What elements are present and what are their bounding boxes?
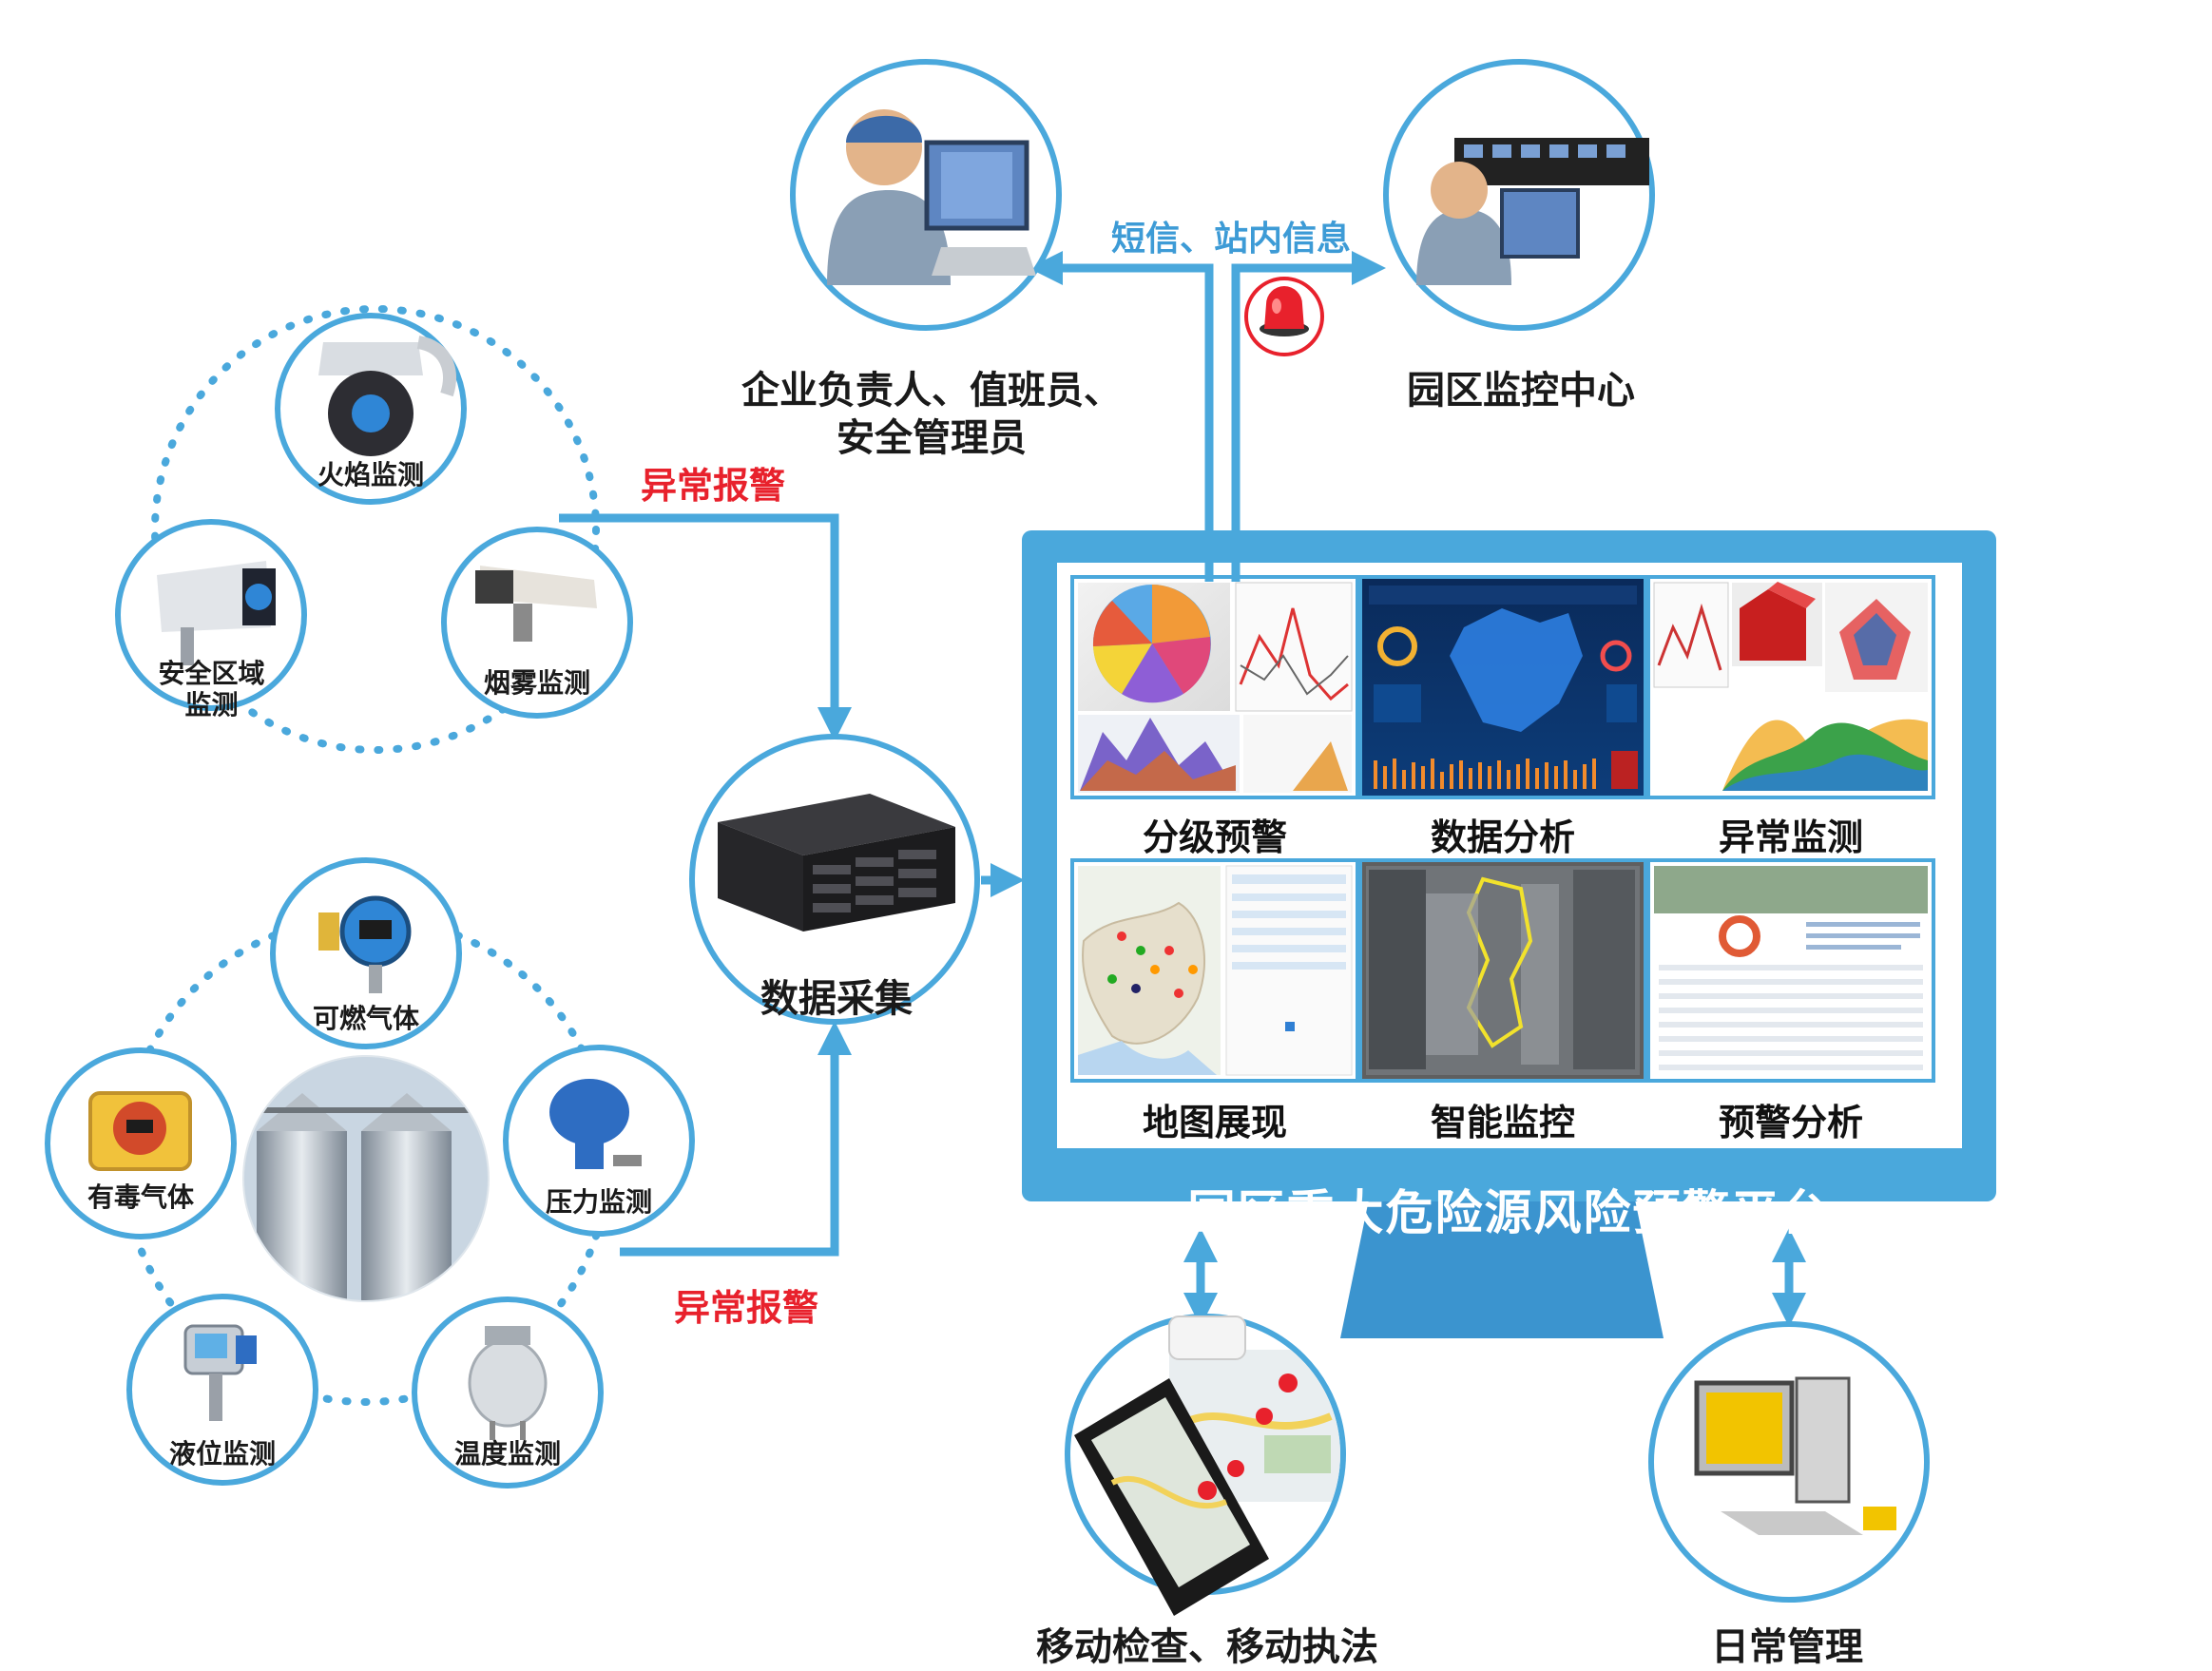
tile-label-analysis: 数据分析 bbox=[1430, 816, 1575, 858]
area-sensor-node bbox=[115, 519, 307, 711]
level-sensor-label: 液位监测 bbox=[168, 1438, 276, 1469]
enterprise-user-node bbox=[790, 59, 1062, 331]
daily-node bbox=[1648, 1321, 1930, 1603]
alarm-siren-icon bbox=[1244, 277, 1324, 356]
platform-title: 园区重大危险源风险预警平台 bbox=[1187, 1185, 1831, 1240]
tile-thumb-video bbox=[1358, 858, 1647, 1083]
tile-thumb-radar bbox=[1646, 575, 1935, 799]
daily-label: 日常管理 bbox=[1711, 1625, 1863, 1669]
area-sensor-label-line1: 安全区域 bbox=[158, 658, 265, 689]
alarm-bottom-label: 异常报警 bbox=[673, 1287, 818, 1329]
tile-label-map: 地图展现 bbox=[1142, 1102, 1287, 1143]
temperature-sensor-label: 温度监测 bbox=[453, 1438, 561, 1469]
enterprise-label-line1: 企业负责人、值班员、 bbox=[741, 369, 1122, 413]
area-sensor-label-line2: 监测 bbox=[184, 689, 239, 720]
fire-sensor-node bbox=[275, 313, 467, 505]
message-channel-label: 短信、站内信息 bbox=[1110, 220, 1351, 259]
top-sensor-ring bbox=[151, 305, 600, 754]
combustible-sensor-label: 可燃气体 bbox=[312, 1003, 419, 1034]
mobile-label: 移动检查、移动执法 bbox=[1036, 1625, 1378, 1669]
park-center-node bbox=[1383, 59, 1655, 331]
data-collection-node bbox=[689, 734, 980, 1025]
toxic-sensor-label: 有毒气体 bbox=[87, 1181, 194, 1213]
tile-label-anomaly: 异常监测 bbox=[1718, 816, 1863, 858]
tile-label-grading: 分级预警 bbox=[1142, 816, 1287, 858]
tile-thumb-map bbox=[1070, 858, 1359, 1083]
fire-sensor-label: 火焰监测 bbox=[317, 459, 424, 490]
enterprise-label-line2: 安全管理员 bbox=[837, 416, 1027, 460]
pressure-sensor-label: 压力监测 bbox=[545, 1186, 652, 1218]
alarm-top-label: 异常报警 bbox=[640, 465, 785, 507]
toxic-sensor-node bbox=[45, 1047, 237, 1239]
park-center-label: 园区监控中心 bbox=[1407, 369, 1635, 413]
connectors bbox=[559, 251, 1806, 1327]
tile-thumb-dashboard bbox=[1358, 575, 1647, 799]
mobile-node bbox=[1065, 1314, 1346, 1616]
temperature-sensor-node bbox=[412, 1296, 604, 1489]
pressure-sensor-node bbox=[503, 1045, 695, 1237]
combustible-sensor-node bbox=[270, 857, 462, 1049]
smoke-sensor-label: 烟雾监测 bbox=[483, 667, 590, 699]
level-sensor-node bbox=[126, 1294, 318, 1486]
tile-label-monitor: 智能监控 bbox=[1430, 1102, 1575, 1143]
tile-thumb-pie bbox=[1070, 575, 1359, 799]
silo-center bbox=[242, 1055, 490, 1302]
tile-thumb-report bbox=[1646, 858, 1935, 1083]
tile-label-warning: 预警分析 bbox=[1718, 1102, 1863, 1143]
data-collection-label: 数据采集 bbox=[760, 977, 913, 1021]
smoke-sensor-node bbox=[441, 527, 633, 719]
